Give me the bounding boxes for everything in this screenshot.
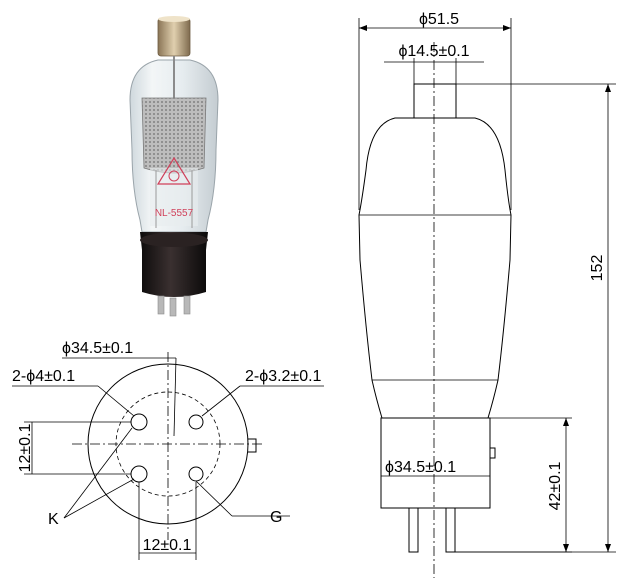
height-arrow-top xyxy=(605,84,611,92)
bottom-view: ϕ34.5±0.1 2-ϕ4±0.1 2-ϕ3.2±0.1 12±0.1 12±… xyxy=(12,340,324,560)
photo-cap-top xyxy=(158,16,190,22)
base-key-tab xyxy=(248,438,257,453)
pin-circle xyxy=(115,391,221,497)
photo-grid-area xyxy=(150,168,198,226)
k-leader-upper xyxy=(63,427,133,519)
pin-g-upper xyxy=(188,414,204,430)
side-pin-right xyxy=(445,507,456,553)
photo-pin xyxy=(157,295,165,315)
side-view: ϕ51.5 ϕ14.5±0.1 152 ϕ34.5±0.1 42±0.1 xyxy=(358,11,616,578)
height-label: 152 xyxy=(589,255,606,282)
photo-anode-cap xyxy=(157,17,191,57)
side-key-tab xyxy=(489,447,496,459)
base-height-label: 42±0.1 xyxy=(547,461,564,510)
photo-pin xyxy=(183,295,191,315)
bottom-outer-dia-label: ϕ34.5±0.1 xyxy=(62,340,133,357)
pin-g-lower xyxy=(188,466,204,482)
photo-base-top xyxy=(140,233,208,247)
vertical-spacing-label: 12±0.1 xyxy=(17,423,34,472)
g-leader xyxy=(195,480,233,517)
pin-g-dia-arrow xyxy=(201,385,241,417)
photo-logo-icon xyxy=(156,156,192,185)
photo-logo-circle xyxy=(168,170,180,182)
k-leader-lower xyxy=(63,478,135,519)
g-label: G xyxy=(270,509,282,526)
horizontal-spacing-label: 12±0.1 xyxy=(143,537,192,554)
side-envelope-outline xyxy=(358,117,512,419)
pin-k-upper xyxy=(130,413,148,431)
pin-k-dia-arrow xyxy=(97,385,135,417)
overall-dia-label: ϕ51.5 xyxy=(419,11,459,28)
photo-mesh-anode xyxy=(141,97,207,174)
cap-dia-label: ϕ14.5±0.1 xyxy=(398,43,469,60)
od-arrow-left xyxy=(359,25,367,31)
tube-photo: NL-5557 xyxy=(110,10,250,335)
od-arrow-right xyxy=(503,25,511,31)
pin-g-dia-label: 2-ϕ3.2±0.1 xyxy=(245,368,322,385)
bottom-outer-dia-arrow xyxy=(173,357,177,437)
photo-model-marking: NL-5557 xyxy=(155,208,194,219)
height-arrow-bottom xyxy=(605,544,611,552)
photo-pin xyxy=(169,297,177,317)
photo-base xyxy=(140,232,208,297)
base-dia-label: ϕ34.5±0.1 xyxy=(385,459,456,476)
side-pin-left xyxy=(408,507,419,553)
side-base xyxy=(380,417,491,509)
k-label: K xyxy=(48,511,59,528)
side-anode-cap xyxy=(413,83,457,119)
bh-arrow-top xyxy=(563,418,569,426)
bh-arrow-bottom xyxy=(563,544,569,552)
pin-k-dia-label: 2-ϕ4±0.1 xyxy=(12,368,75,385)
